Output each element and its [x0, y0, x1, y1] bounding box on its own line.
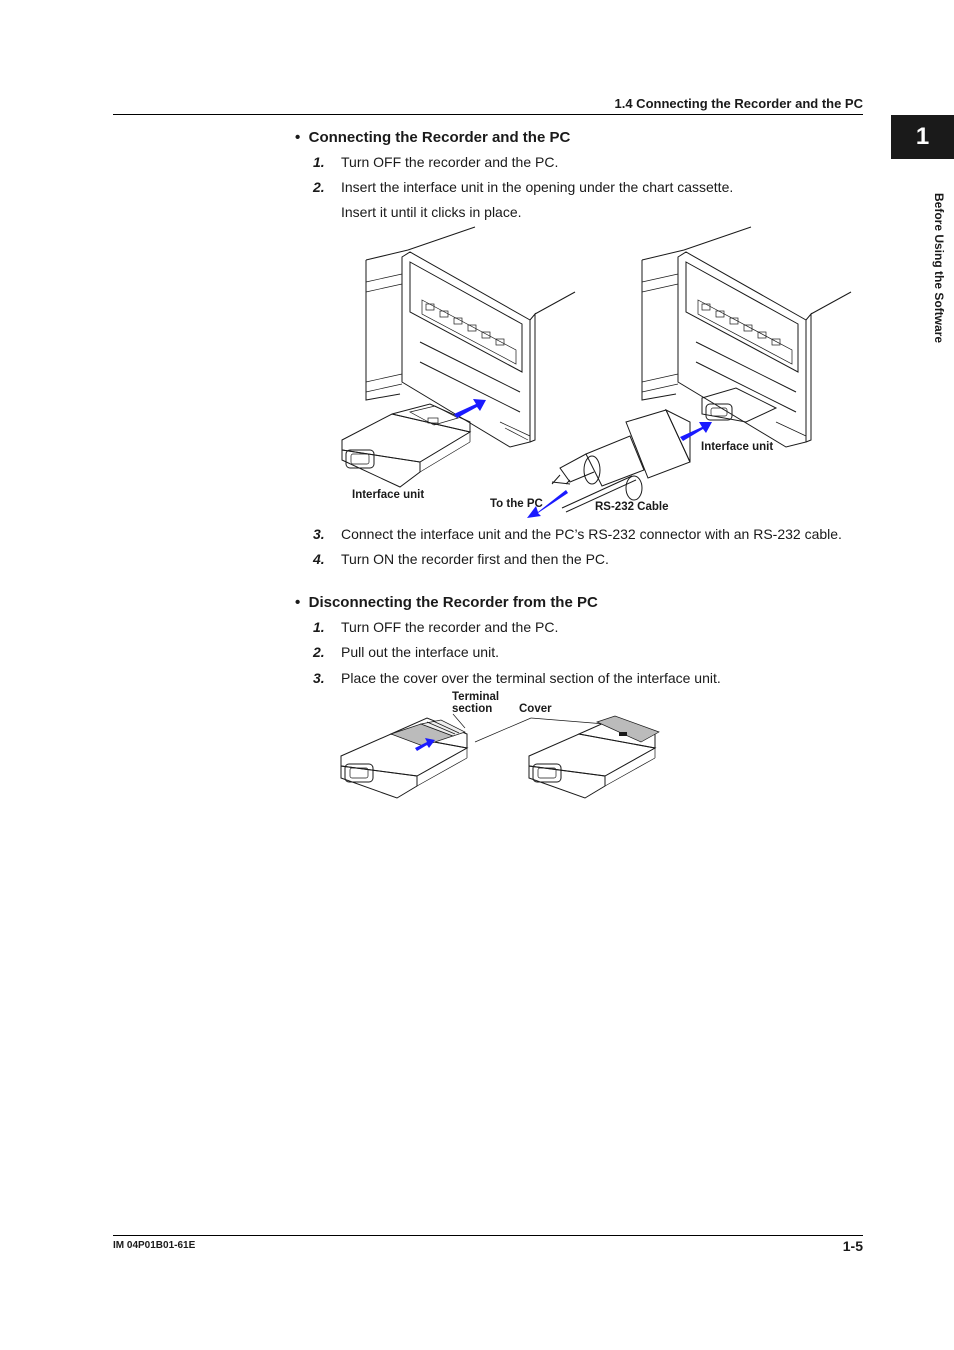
label-terminal-line1: Terminal [452, 691, 500, 703]
cable-line [561, 475, 637, 513]
cover-arrow-icon [415, 738, 435, 751]
label-cover: Cover [519, 703, 552, 715]
to-pc-arrow-icon [527, 490, 568, 518]
label-terminal-section: Terminal section [452, 691, 499, 715]
step-number: 2. [313, 644, 325, 660]
interface-unit-uncovered-illustration [340, 717, 469, 799]
footer-rule [113, 1235, 863, 1236]
step-text-continued: Insert it until it clicks in place. [341, 204, 522, 220]
insert-arrow-icon [454, 399, 486, 418]
step-number: 3. [313, 526, 325, 542]
page-number: 1-5 [842, 1238, 863, 1254]
label-interface-unit-right: Interface unit [701, 441, 774, 453]
bullet-icon: • [295, 594, 301, 611]
chapter-side-title: Before Using the Software [932, 193, 946, 344]
interface-unit-covered-illustration [528, 715, 660, 799]
bullet-icon: • [295, 129, 301, 146]
label-interface-unit-left: Interface unit [352, 489, 425, 501]
step-number: 3. [313, 670, 325, 686]
step-number: 1. [313, 619, 325, 635]
step-text: Place the cover over the terminal sectio… [341, 670, 721, 686]
connect-heading-text: Connecting the Recorder and the PC [308, 129, 571, 146]
step-text: Turn OFF the recorder and the PC. [341, 619, 559, 635]
recorder-right-illustration [641, 226, 852, 448]
label-to-the-pc: To the PC [490, 498, 543, 510]
header-rule [113, 114, 863, 115]
document-id: IM 04P01B01-61E [113, 1240, 196, 1251]
connect-heading: • Connecting the Recorder and the PC [295, 129, 570, 146]
label-terminal-line2: section [452, 703, 493, 715]
step-text: Insert the interface unit in the opening… [341, 179, 734, 195]
step-number: 1. [313, 154, 325, 170]
step-number: 4. [313, 551, 325, 567]
disconnect-heading: • Disconnecting the Recorder from the PC [295, 594, 598, 611]
step-number: 2. [313, 179, 325, 195]
step-text: Pull out the interface unit. [341, 644, 499, 660]
recorder-left-illustration [341, 226, 576, 488]
chapter-number: 1 [915, 123, 930, 150]
section-title: 1.4 Connecting the Recorder and the PC [614, 96, 864, 111]
recorder-connection-figure [341, 226, 852, 518]
connect-arrow-icon [680, 422, 712, 441]
disconnect-heading-text: Disconnecting the Recorder from the PC [308, 594, 598, 611]
label-rs232-cable: RS-232 Cable [595, 501, 669, 513]
step-text: Connect the interface unit and the PC’s … [341, 526, 842, 542]
chapter-tab: 1 [891, 115, 954, 159]
step-text: Turn OFF the recorder and the PC. [341, 154, 559, 170]
cover-figure [340, 713, 660, 799]
rs232-cable-illustration [527, 408, 712, 518]
step-text: Turn ON the recorder first and then the … [341, 551, 609, 567]
